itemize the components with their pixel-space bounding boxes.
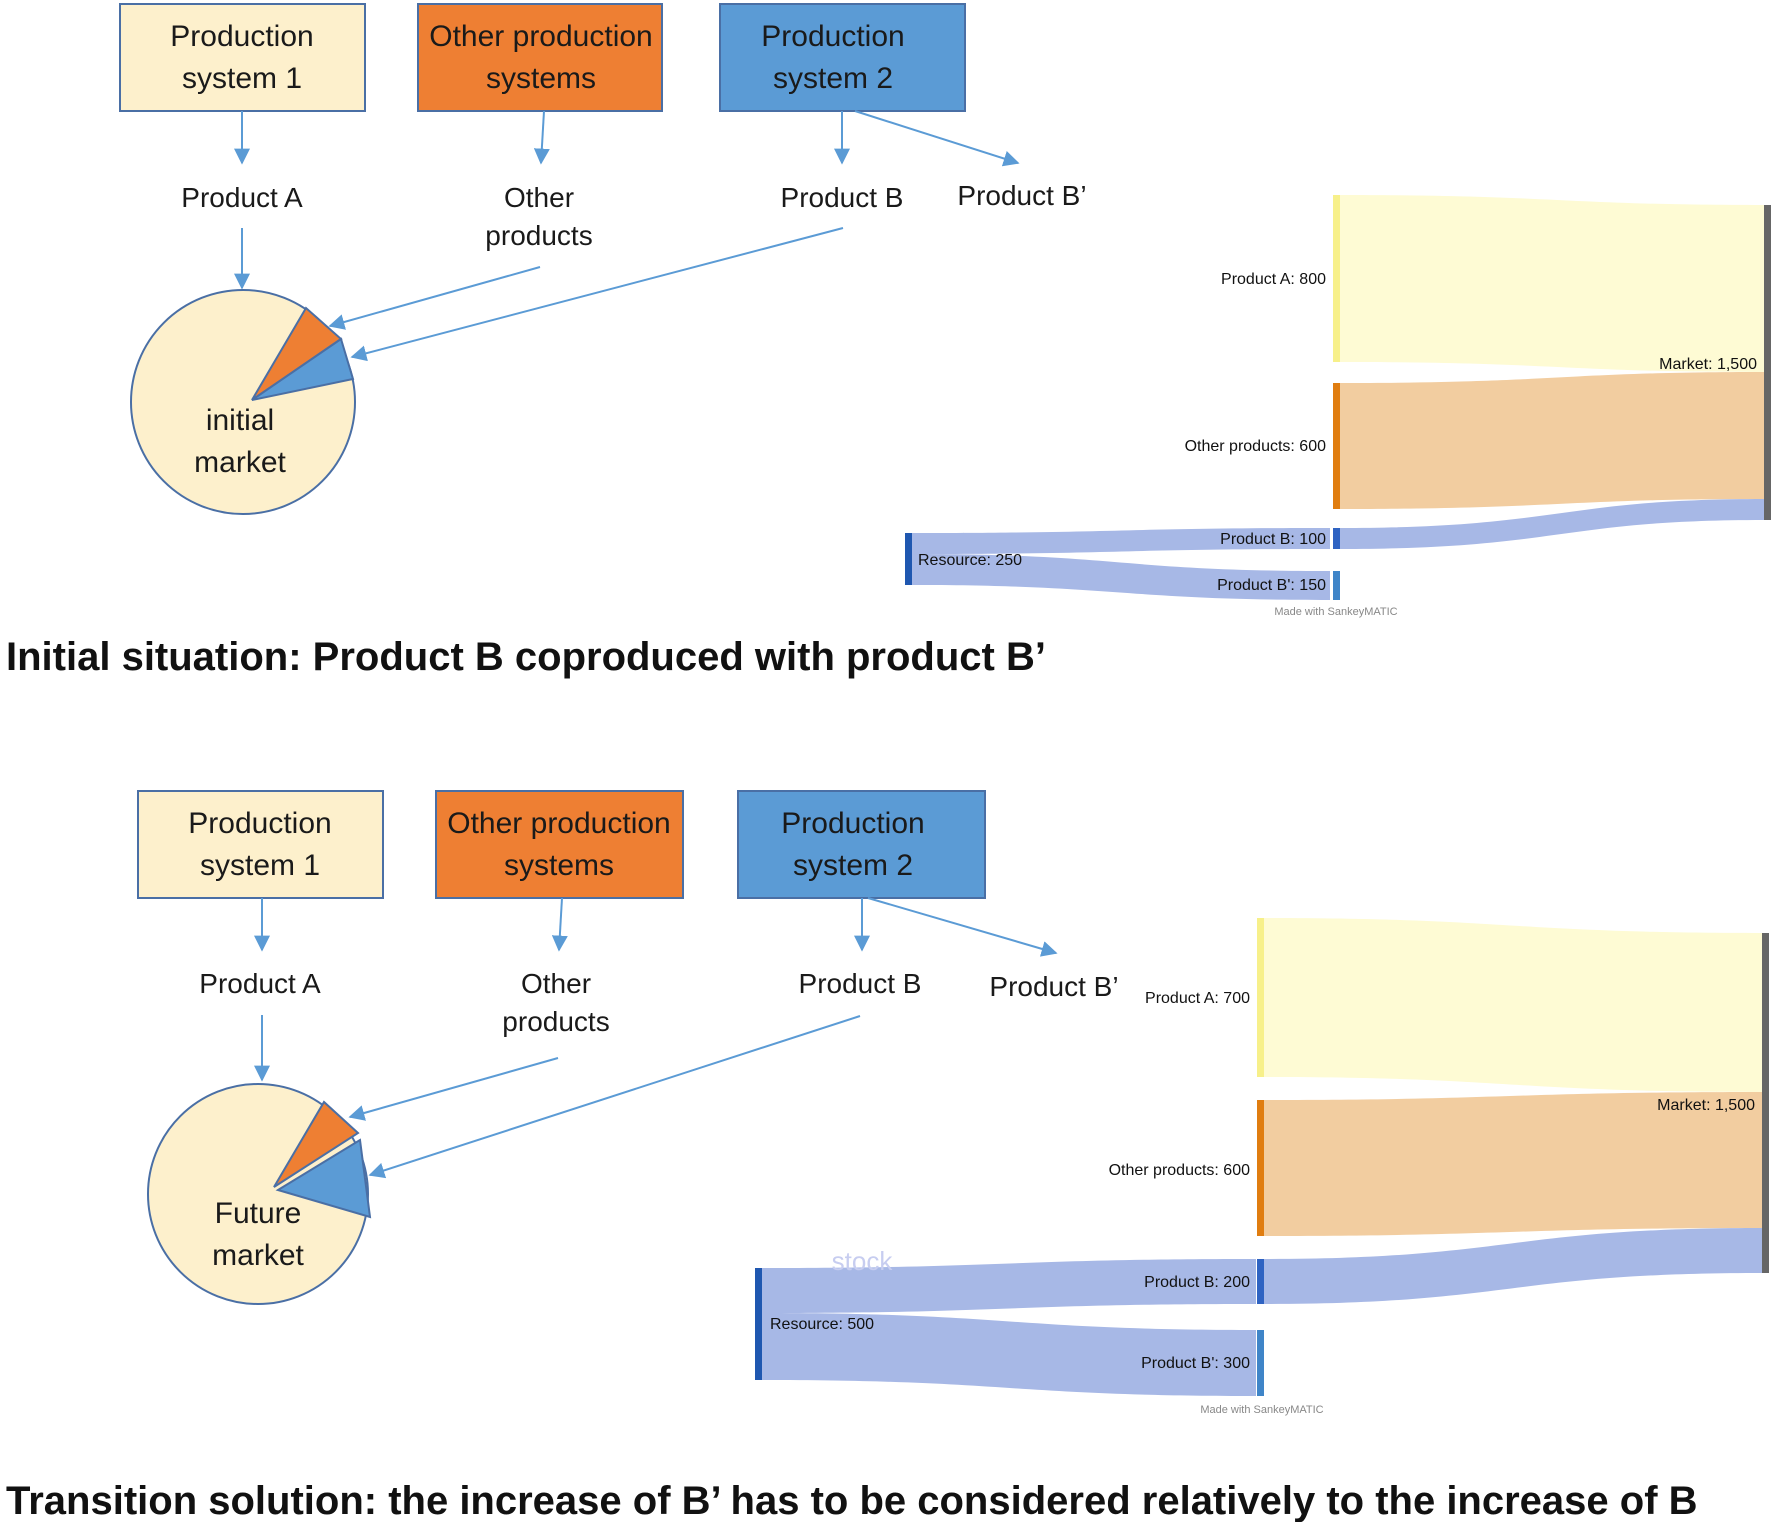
top-sankey-flow-resource-b [912,528,1330,554]
bottom-arrow-other-to-market [348,1057,559,1121]
bottom-panel: Production system 1 Other production sys… [6,790,1769,1522]
top-sankey-node-b [1333,528,1340,549]
top-sankey-flow-resource-b-prime [912,554,1330,600]
top-panel: Production system 1 Other production sys… [6,3,1771,679]
top-sankey-node-a [1333,195,1340,362]
top-ps2-line1: Production [761,20,904,53]
bottom-ps2-line2: system 2 [793,849,913,882]
bottom-arrow-b-to-market [368,1015,861,1179]
bottom-sankey-flow-b-market [1264,1228,1762,1304]
top-product-b-label: Product B [781,182,904,213]
top-pie-label-line1: initial [206,404,274,437]
bottom-production-system-1-box: Production system 1 [137,790,384,899]
bottom-product-b-prime-label: Product B’ [989,971,1118,1002]
top-sankey: Product A: 800 Other products: 600 Marke… [905,195,1771,618]
top-sankey-label-other: Other products: 600 [1185,438,1327,455]
bottom-sankey-node-a [1257,918,1264,1077]
bottom-sankey-label-other: Other products: 600 [1109,1162,1251,1179]
bottom-sankey-flow-a [1264,918,1762,1092]
bottom-other-products-line1: Other [521,968,591,999]
bottom-pie-label-line2: market [212,1239,304,1272]
top-arrow-b-to-market [350,227,844,362]
bottom-sankey-node-market [1762,933,1769,1273]
top-sankey-credit: Made with SankeyMATIC [1274,606,1397,618]
top-arrow-ps2-to-b-prime [854,110,1020,167]
bottom-sankey-flow-resource-b-prime [762,1313,1256,1396]
bottom-caption: Transition solution: the increase of B’ … [6,1479,1698,1522]
bottom-arrow-other-to-products [551,897,568,952]
top-sankey-flow-b-market [1340,499,1764,549]
bottom-production-system-2-box: Production system 2 [737,790,986,899]
top-pie-label-line2: market [194,446,286,479]
top-other-line2: systems [486,62,596,95]
bottom-sankey-label-b-prime: Product B': 300 [1141,1355,1250,1372]
bottom-ps1-line1: Production [188,807,331,840]
bottom-other-production-systems-box: Other production systems [435,790,684,899]
top-sankey-label-b-prime: Product B': 150 [1217,577,1326,594]
bottom-sankey-credit: Made with SankeyMATIC [1200,1404,1323,1416]
bottom-pie-label-line1: Future [215,1197,302,1230]
top-sankey-node-market [1764,205,1771,520]
top-other-production-systems-box: Other production systems [417,3,663,112]
bottom-sankey-label-market: Market: 1,500 [1657,1097,1755,1114]
bottom-sankey-flow-other [1264,1092,1762,1236]
bottom-sankey-label-resource: Resource: 500 [770,1316,874,1333]
top-product-b-prime-label: Product B’ [957,180,1086,211]
top-other-products-line2: products [485,220,592,251]
top-sankey-flow-other [1340,372,1764,509]
bottom-other-line1: Other production [447,807,670,840]
bottom-sankey-node-b [1257,1259,1264,1304]
top-sankey-label-a: Product A: 800 [1221,271,1326,288]
bottom-sankey-flow-resource-b [762,1259,1256,1313]
bottom-sankey-node-resource [755,1268,762,1380]
bottom-sankey-label-b: Product B: 200 [1144,1274,1250,1291]
top-sankey-node-b-prime [1333,571,1340,600]
bottom-sankey-overlay-text: stock [832,1246,894,1276]
top-product-a-label: Product A [181,182,303,213]
top-production-system-2-box: Production system 2 [719,3,966,112]
bottom-ps2-line1: Production [781,807,924,840]
top-ps1-line1: Production [170,20,313,53]
bottom-pie-slice-other [273,1100,360,1188]
top-sankey-label-market: Market: 1,500 [1659,356,1757,373]
bottom-arrow-ps2-to-b-prime [867,897,1058,957]
top-sankey-node-other [1333,383,1340,509]
bottom-product-b-label: Product B [799,968,922,999]
top-initial-market-pie: initial market [130,289,356,515]
top-caption: Initial situation: Product B coproduced … [6,635,1046,679]
top-production-system-1-box: Production system 1 [119,3,366,112]
bottom-sankey-node-b-prime [1257,1330,1264,1396]
top-sankey-label-b: Product B: 100 [1220,531,1326,548]
bottom-product-a-label: Product A [199,968,321,999]
top-ps1-line2: system 1 [182,62,302,95]
top-other-line1: Other production [429,20,652,53]
bottom-other-products-line2: products [502,1006,609,1037]
bottom-future-market-pie: Future market [147,1083,372,1305]
bottom-ps1-line2: system 1 [200,849,320,882]
bottom-pie-slice-b [275,1138,372,1219]
top-sankey-label-resource: Resource: 250 [918,552,1022,569]
bottom-other-line2: systems [504,849,614,882]
top-pie-slice-b [251,337,355,401]
top-ps2-line2: system 2 [773,62,893,95]
bottom-sankey-node-other [1257,1100,1264,1236]
top-sankey-flow-a [1340,195,1764,372]
top-arrow-other-to-products [533,110,550,165]
top-other-products-line1: Other [504,182,574,213]
top-sankey-node-resource [905,533,912,585]
top-arrow-other-to-market [328,266,541,330]
bottom-sankey: stock Product A: 700 Other products: 600… [755,918,1769,1416]
bottom-sankey-label-a: Product A: 700 [1145,990,1250,1007]
